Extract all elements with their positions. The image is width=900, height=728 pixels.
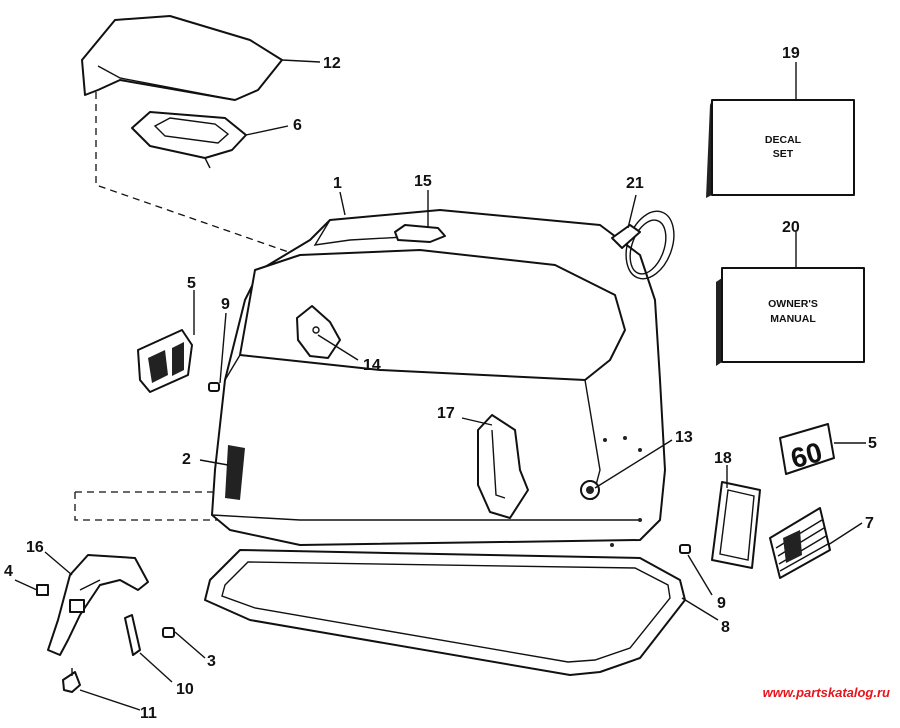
manual-box-line1: OWNER'S [768,298,818,310]
callout-15: 15 [414,173,432,190]
callout-16: 16 [26,539,44,556]
part-19-decal-set-box [706,99,855,198]
callout-3: 3 [207,653,216,670]
callout-14: 14 [363,357,381,374]
part-16-bracket [47,554,149,656]
part-21-cable [611,210,675,280]
leader-lines [14,59,866,711]
part-5-decal-left [137,329,193,393]
part-4-clip [36,584,49,596]
callout-20: 20 [782,219,800,236]
callout-5b: 5 [868,435,877,452]
callout-labels: 12 6 1 15 5 9 14 17 2 13 18 19 20 21 5 7… [4,45,877,722]
part-12-cover-cap [81,15,283,101]
callout-19: 19 [782,45,800,62]
callout-10: 10 [176,681,194,698]
callout-8: 8 [721,619,730,636]
decal-box-line2: SET [773,148,794,160]
part-7-striped-decal [769,507,831,579]
callout-6: 6 [293,117,302,134]
manual-box-line2: MANUAL [770,313,816,325]
callout-17: 17 [437,405,455,422]
part-6-frame [131,111,247,169]
box-labels: DECAL SET OWNER'S MANUAL [765,134,818,325]
callout-11: 11 [140,705,157,722]
part-10-clip [124,614,141,656]
part-8-seal [204,549,686,676]
part-18-plate [711,481,761,569]
callout-12: 12 [323,55,341,72]
callout-9b: 9 [717,595,726,612]
alignment-lines [74,92,301,521]
part-5-badge-60: 60 [779,423,835,475]
callout-13: 13 [675,429,693,446]
part-11-bumper [62,668,81,693]
callout-1: 1 [333,175,342,192]
part-20-owners-manual-box [716,267,865,366]
callout-9a: 9 [221,296,230,313]
callout-5a: 5 [187,275,196,292]
part-9-screw-left [208,382,220,392]
callout-18: 18 [714,450,732,467]
callout-2: 2 [182,451,191,468]
callout-21: 21 [626,175,644,192]
callout-4: 4 [4,563,13,580]
callout-7: 7 [865,515,874,532]
part-9-screw-right [679,544,691,554]
part-1-motor-cover [211,209,666,547]
part-3-screw [162,627,175,638]
watermark-text: www.partskatalog.ru [763,685,890,700]
decal-box-line1: DECAL [765,134,802,146]
